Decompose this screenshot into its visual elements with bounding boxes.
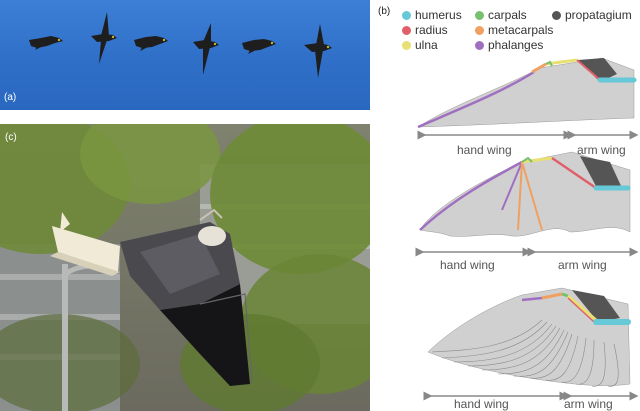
- bird-silhouette: [304, 24, 332, 78]
- panel-a-bird-sequence: (a): [0, 0, 370, 110]
- propatagium: [580, 156, 622, 190]
- bird-wing: [423, 287, 639, 401]
- panel-label-c: (c): [5, 132, 17, 143]
- bird-silhouette: [193, 23, 219, 75]
- arm-wing-label-3: arm wing: [564, 397, 613, 411]
- legend-item-ulna: ulna: [402, 38, 438, 52]
- legend-item-radius: radius: [402, 23, 448, 37]
- bat-wing: [415, 151, 639, 257]
- legend-item-propatagium: propatagium: [552, 8, 632, 22]
- legend-item-carpals: carpals: [475, 8, 527, 22]
- bird-silhouette: [134, 36, 168, 51]
- bird-silhouette: [29, 36, 63, 50]
- legend-item-metacarpals: metacarpals: [475, 23, 553, 37]
- legend-item-humerus: humerus: [402, 8, 462, 22]
- wing-diagrams: [415, 57, 639, 401]
- pterosaur-wing: [417, 57, 639, 140]
- hand-wing-label-3: hand wing: [454, 397, 509, 411]
- hand-wing-label-1: hand wing: [457, 143, 512, 157]
- panel-label-a: (a): [4, 92, 17, 103]
- propatagium: [578, 58, 617, 82]
- bird-silhouette: [91, 12, 117, 64]
- panel-c-robot-photo: (c): [0, 124, 370, 411]
- arm-wing-label-1: arm wing: [577, 143, 626, 157]
- panel-b-wing-anatomy: (b) humerus carpals propatagium radius m…: [372, 0, 640, 411]
- bird-flight-sequence: [29, 12, 332, 78]
- arm-wing-label-2: arm wing: [558, 258, 607, 272]
- panel-label-b: (b): [378, 6, 391, 17]
- legend-item-phalanges: phalanges: [475, 38, 543, 52]
- bird-silhouette: [242, 39, 276, 54]
- hand-wing-label-2: hand wing: [440, 258, 495, 272]
- propatagium: [572, 290, 620, 322]
- robot-flying-photo: [0, 124, 370, 411]
